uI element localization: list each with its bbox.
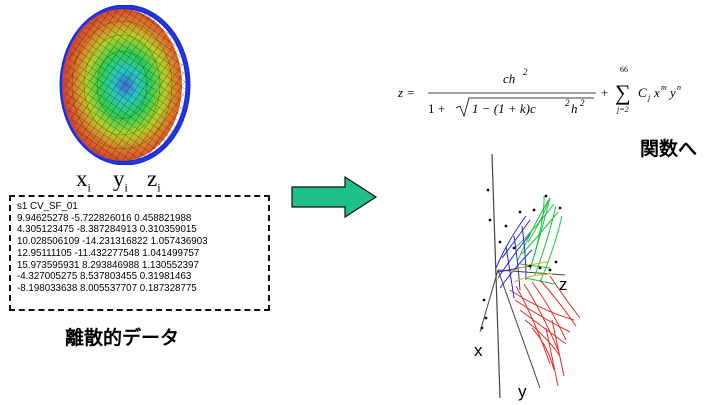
fitted-surface-plot: z x y bbox=[474, 153, 581, 401]
data-line: -4.327005275 8.537803455 0.31981463 bbox=[17, 270, 192, 283]
data-line: 15.973595931 8.293846988 1.130552397 bbox=[17, 258, 199, 271]
formula-term: C bbox=[638, 85, 647, 100]
formula-den-sqrt: 1 − (1 + k)c bbox=[472, 101, 536, 116]
data-line: 10.028506109 -14.231316822 1.057436903 bbox=[17, 235, 208, 248]
surface-mesh-graphic bbox=[59, 5, 191, 165]
formula-term-x: x bbox=[653, 85, 660, 100]
data-line: 9.94625278 -5.722826016 0.458821988 bbox=[17, 211, 192, 224]
formula-term-n: n bbox=[677, 83, 681, 92]
right-arrow-icon bbox=[291, 175, 378, 219]
formula-den-sup2: 2 bbox=[580, 98, 585, 108]
formula-den-lead: 1 + bbox=[428, 101, 445, 116]
data-line: 12.95111105 -11.432277548 1.041499757 bbox=[17, 246, 200, 259]
data-listing: s1 CV_SF_01 9.94625278 -5.722826016 0.45… bbox=[9, 195, 270, 311]
formula-plus: + bbox=[601, 85, 608, 100]
caption-discrete-data: 離散的データ bbox=[65, 327, 180, 349]
formula-lhs: z = bbox=[398, 85, 415, 100]
formula-den-sup1: 2 bbox=[565, 98, 570, 108]
z-i-label: zi bbox=[147, 166, 161, 195]
y-i-label: yi bbox=[113, 166, 128, 195]
formula-term-y: y bbox=[668, 85, 676, 100]
data-line: 4.305123475 -8.387284913 0.310359015 bbox=[17, 223, 197, 236]
plot-y-label: y bbox=[518, 382, 527, 401]
formula-numerator-sup: 2 bbox=[523, 67, 528, 77]
formula-sum-bottom: j=2 bbox=[616, 105, 629, 114]
formula-sum-sign: ∑ bbox=[615, 80, 631, 105]
surface-formula: z = ch 2 1 + 1 − (1 + k)c 2 h 2 + 66 ∑ j… bbox=[398, 65, 681, 118]
caption-to-function: 関数へ bbox=[640, 138, 698, 160]
data-line: -8.198033638 8.005537707 0.187328775 bbox=[17, 281, 197, 294]
formula-numerator: ch bbox=[503, 71, 515, 86]
formula-sum-top: 66 bbox=[620, 65, 628, 74]
x-i-label: xi bbox=[76, 166, 91, 195]
formula-term-sub: j bbox=[647, 93, 651, 102]
formula-term-m: m bbox=[661, 83, 667, 92]
plot-x-label: x bbox=[474, 341, 483, 360]
plot-z-label: z bbox=[559, 275, 568, 294]
data-line: s1 CV_SF_01 bbox=[17, 200, 78, 212]
formula-den-mid: h bbox=[571, 101, 578, 116]
